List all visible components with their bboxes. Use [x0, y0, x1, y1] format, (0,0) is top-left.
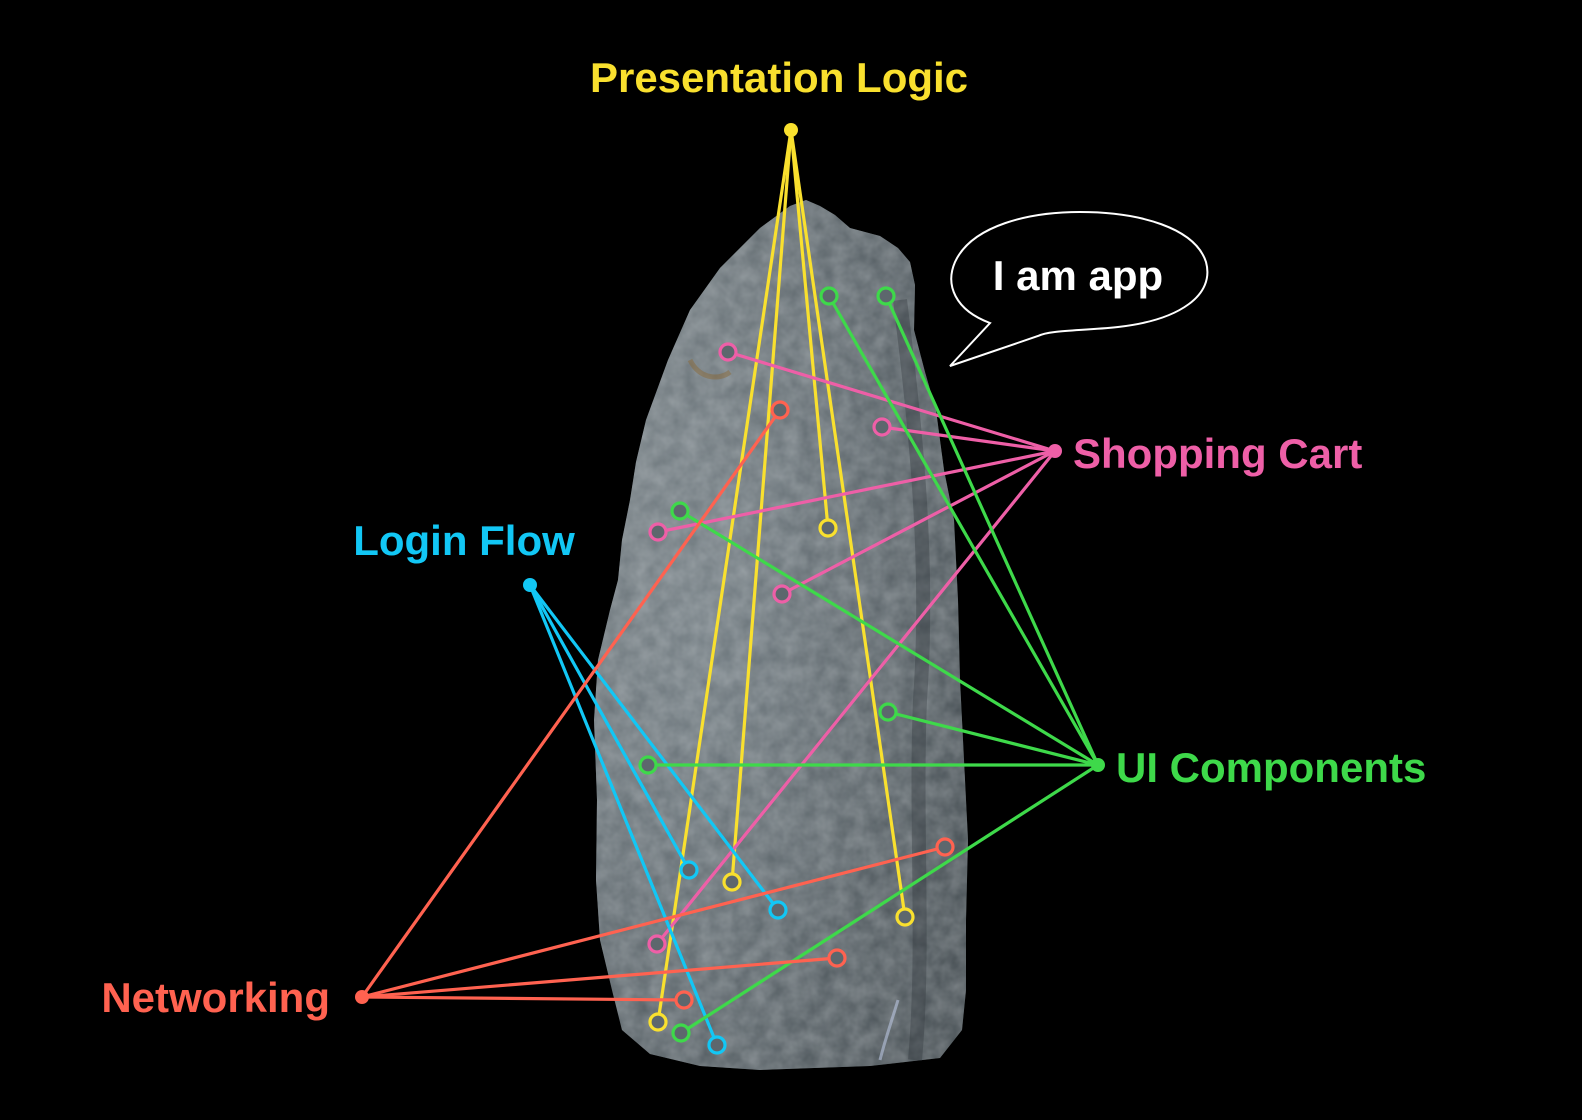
login-flow-endpoints: [679, 860, 788, 1055]
presentation-logic-hub-dot: [784, 123, 798, 137]
rock-image: [594, 200, 968, 1070]
networking-endpoints: [674, 400, 955, 1010]
ui-components-connectors: [646, 294, 1100, 1035]
login-flow-hub-dot: [523, 578, 537, 592]
login-flow-label: Login Flow: [353, 517, 575, 564]
networking-label: Networking: [101, 974, 330, 1021]
presentation-logic-label: Presentation Logic: [590, 54, 968, 101]
presentation-logic-endpoints: [648, 518, 915, 1032]
speech-bubble-text: I am app: [993, 252, 1163, 299]
ui-components-endpoints: [638, 286, 898, 1043]
networking-connectors: [360, 408, 947, 1002]
shopping-cart-endpoints: [647, 342, 892, 954]
ui-components-hub-dot: [1091, 758, 1105, 772]
shopping-cart-hub-dot: [1048, 444, 1062, 458]
speech-bubble: I am app: [949, 210, 1209, 367]
networking-hub-dot: [355, 990, 369, 1004]
ui-components-label: UI Components: [1116, 744, 1426, 791]
shopping-cart-connectors: [655, 350, 1057, 946]
login-flow-connectors: [528, 583, 780, 1047]
shopping-cart-label: Shopping Cart: [1073, 430, 1362, 477]
